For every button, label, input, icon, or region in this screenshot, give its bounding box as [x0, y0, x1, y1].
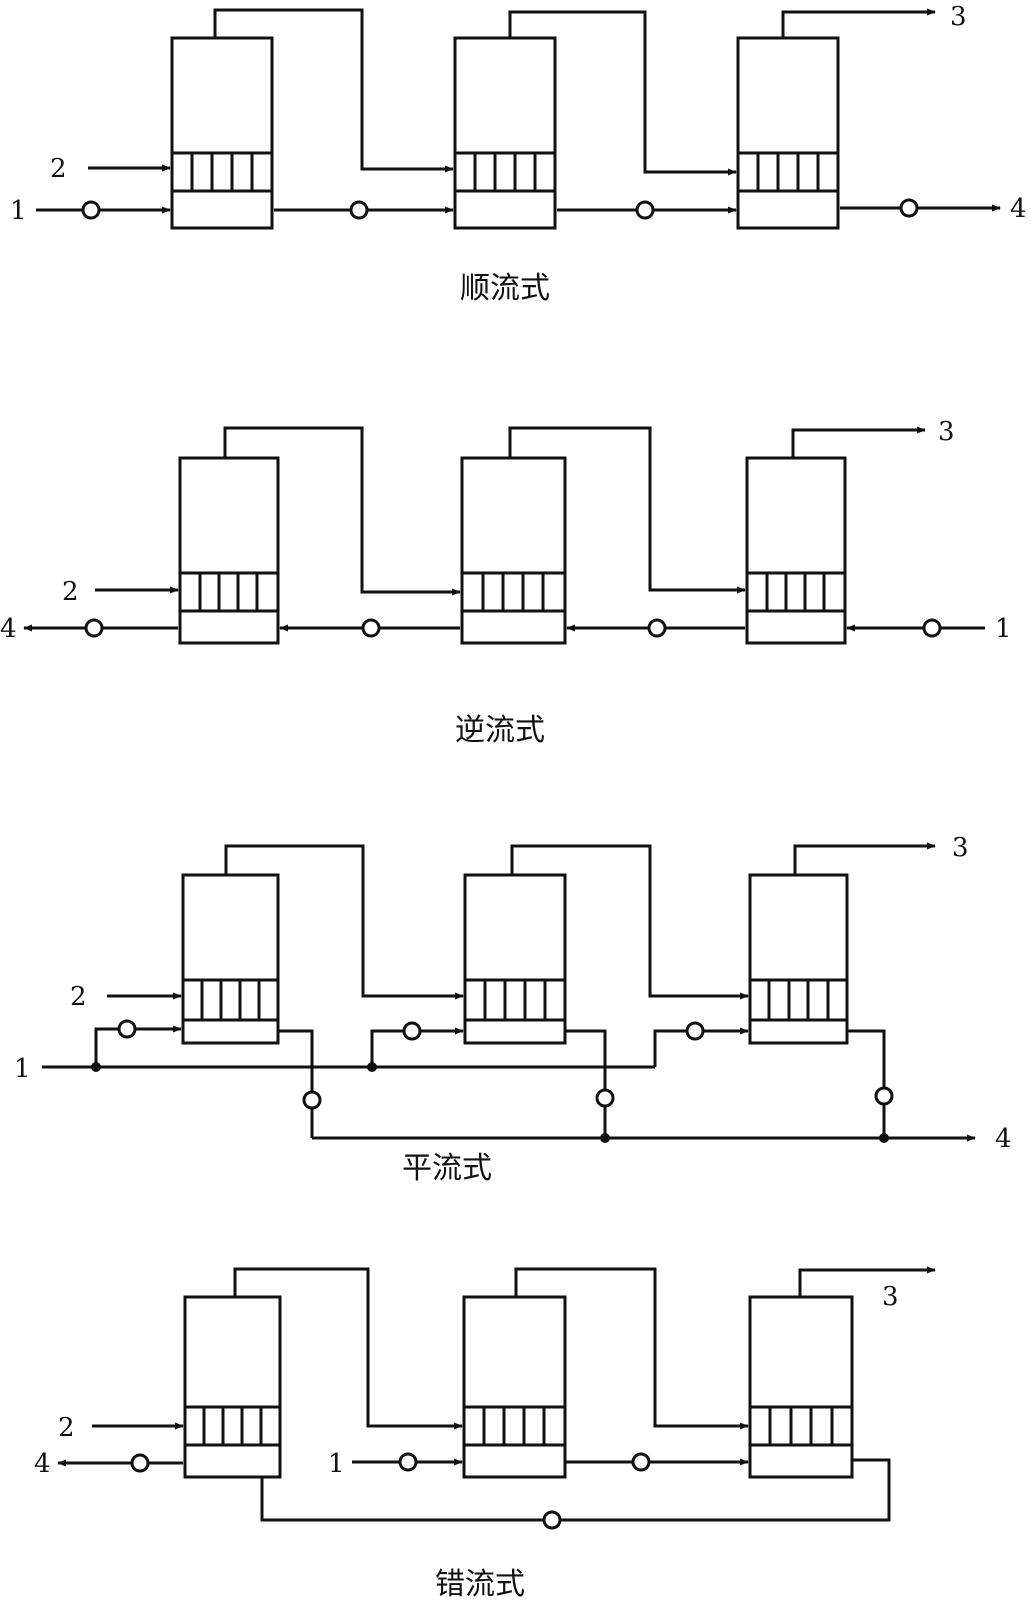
- pump: [635, 200, 655, 220]
- pump: [361, 618, 381, 638]
- steam-label: 2: [50, 154, 67, 184]
- caption-parallel: 平流式: [402, 1151, 492, 1186]
- vapor-line: [510, 844, 749, 1000]
- heating-chamber: [463, 978, 567, 1022]
- vapor-outlet-line: [781, 8, 936, 38]
- return-loop: [260, 1458, 891, 1522]
- vapor-outlet-line: [793, 842, 936, 875]
- vapor-line: [213, 8, 454, 173]
- heating-chamber: [453, 151, 557, 193]
- feed-branch: [653, 1027, 749, 1067]
- vapor-label: 3: [952, 833, 969, 863]
- evaporator-1: [170, 36, 274, 230]
- pump: [117, 1019, 137, 1039]
- product-drop: [565, 1029, 607, 1138]
- panel-mixed: 1 2 3 4 错流式: [34, 1266, 936, 1601]
- pump: [349, 200, 369, 220]
- evaporator-2: [460, 456, 567, 645]
- product-label: 4: [0, 614, 17, 644]
- heating-chamber: [745, 571, 847, 613]
- vapor-line: [224, 844, 464, 1000]
- evaporator-1: [183, 1295, 282, 1479]
- caption-countercurrent: 逆流式: [455, 713, 545, 748]
- vapor-label: 3: [950, 2, 967, 32]
- evaporator-2: [462, 1295, 567, 1479]
- evaporator-3: [736, 36, 840, 230]
- vapor-outlet-line: [798, 1266, 936, 1297]
- vapor-line: [514, 1267, 749, 1430]
- product-label: 4: [995, 1124, 1012, 1154]
- pump: [84, 618, 104, 638]
- caption-cocurrent: 顺流式: [460, 271, 550, 306]
- feed-branch: [94, 1025, 182, 1067]
- steam-label: 2: [70, 982, 87, 1012]
- steam-label: 2: [58, 1413, 75, 1443]
- evaporator-3: [748, 873, 849, 1045]
- evaporator-2: [463, 873, 567, 1045]
- steam-label: 2: [62, 577, 79, 607]
- pump: [595, 1088, 615, 1108]
- pump: [81, 200, 101, 220]
- pump: [899, 198, 919, 218]
- pump: [130, 1453, 150, 1473]
- vapor-label: 3: [938, 417, 955, 447]
- heating-chamber: [748, 1405, 854, 1447]
- heating-chamber: [460, 571, 567, 613]
- caption-mixed: 错流式: [435, 1567, 525, 1601]
- pump: [402, 1021, 422, 1041]
- panel-cocurrent: 1 2 3 4 顺流式: [10, 2, 1027, 306]
- pump: [922, 618, 942, 638]
- vapor-label: 3: [882, 1282, 899, 1312]
- vapor-line: [233, 1267, 463, 1430]
- pump: [302, 1090, 322, 1110]
- vapor-line: [223, 426, 461, 596]
- heating-chamber: [748, 978, 849, 1022]
- evaporator-1: [178, 456, 280, 645]
- feed-branch: [370, 1027, 464, 1067]
- panel-parallel: 1 2 3 4 平流式: [14, 833, 1012, 1186]
- heating-chamber: [181, 978, 280, 1022]
- evaporator-3: [745, 456, 847, 645]
- pump: [874, 1086, 894, 1106]
- pump: [647, 618, 667, 638]
- panel-countercurrent: 1 2 3 4 逆流式: [0, 417, 1012, 748]
- feed-label: 1: [995, 614, 1012, 644]
- vapor-line: [508, 10, 737, 176]
- pump: [631, 1452, 651, 1472]
- evaporator-2: [453, 36, 557, 230]
- heating-chamber: [170, 151, 274, 193]
- product-drop: [278, 1029, 314, 1138]
- evaporator-3: [748, 1295, 854, 1479]
- heating-chamber: [462, 1405, 567, 1447]
- feed-label: 1: [14, 1054, 31, 1084]
- heating-chamber: [178, 571, 280, 613]
- vapor-outlet-line: [791, 426, 926, 458]
- heating-chamber: [183, 1405, 282, 1447]
- product-label: 4: [34, 1449, 51, 1479]
- vapor-line: [508, 426, 746, 594]
- product-label: 4: [1010, 194, 1027, 224]
- feed-label: 1: [328, 1449, 345, 1479]
- product-drop: [847, 1029, 886, 1138]
- pump: [542, 1510, 562, 1530]
- pump: [398, 1452, 418, 1472]
- feed-label: 1: [10, 196, 27, 226]
- pump: [685, 1021, 705, 1041]
- heating-chamber: [736, 151, 840, 193]
- evaporator-1: [181, 873, 280, 1045]
